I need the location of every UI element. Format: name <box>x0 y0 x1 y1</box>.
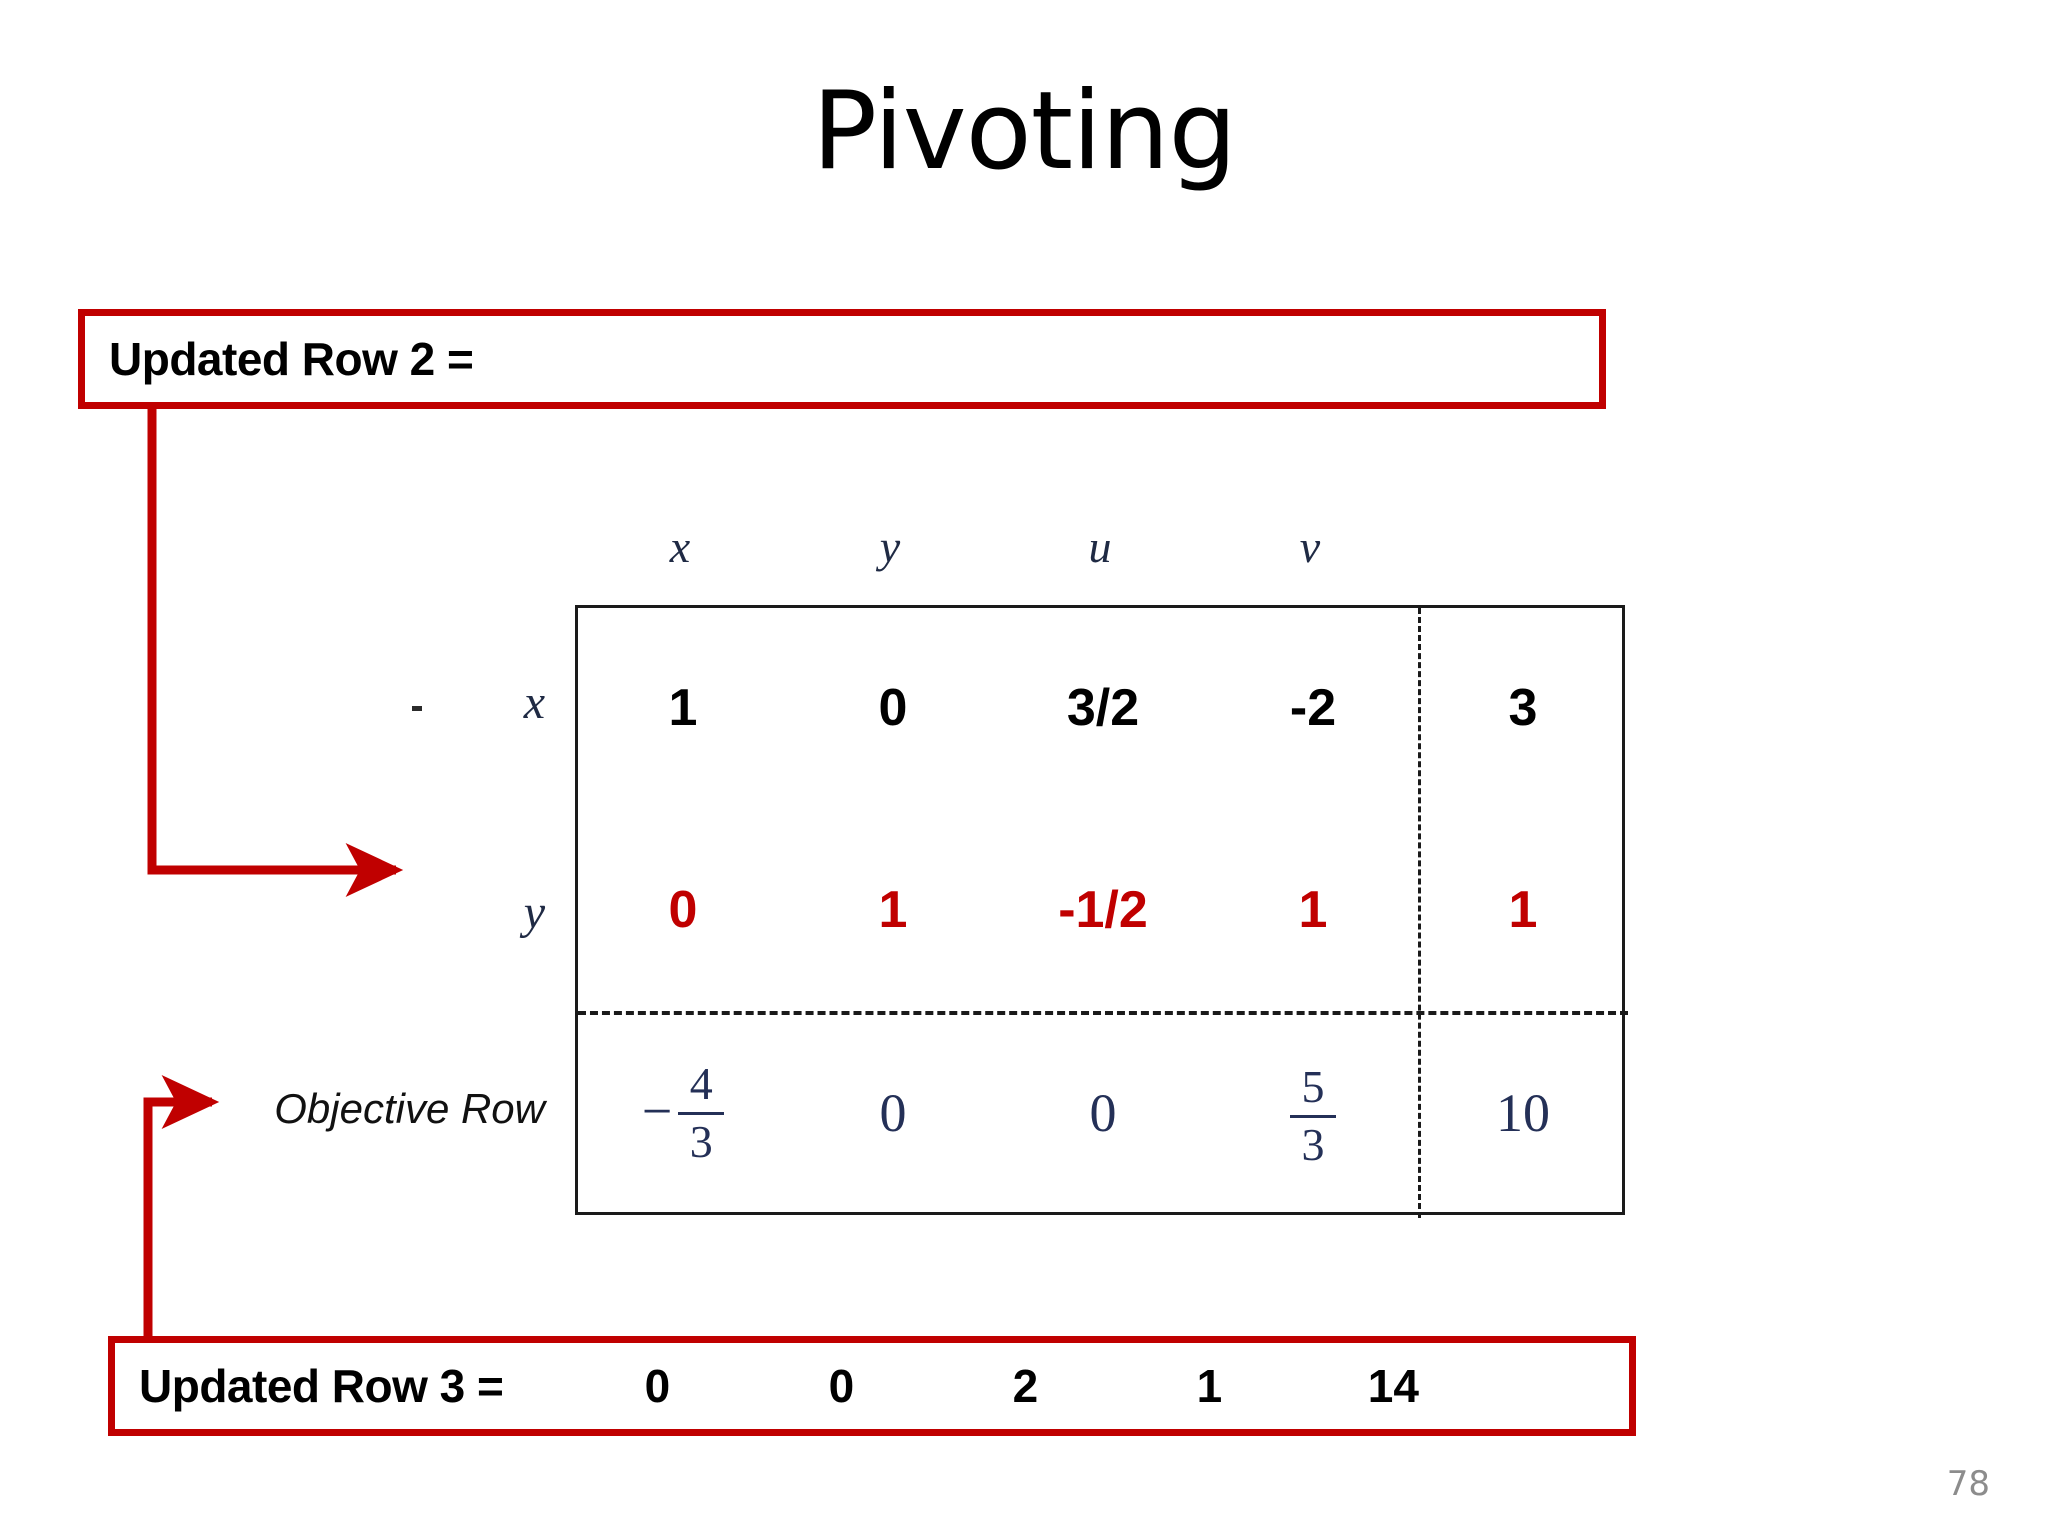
cell-row3-v: 5 3 <box>1208 1057 1418 1169</box>
tableau-rhs-divider <box>1418 608 1421 1218</box>
fraction-numerator: 5 <box>1301 1061 1325 1113</box>
tableau-objective-divider <box>578 1011 1628 1015</box>
simplex-tableau: 1 0 3/2 -2 3 0 1 -1/2 1 1 − 4 3 0 0 <box>575 605 1628 1218</box>
fraction-sign: − <box>641 1081 673 1141</box>
fraction-denominator: 3 <box>1301 1119 1325 1170</box>
table-row: 1 0 3/2 -2 3 <box>578 608 1628 808</box>
cell-row3-rhs: 10 <box>1496 1083 1550 1143</box>
stray-tick-mark <box>412 706 422 711</box>
updated-row-3-value-x: 0 <box>644 1360 671 1412</box>
page-title: Pivoting <box>811 69 1237 194</box>
column-header-y: y <box>879 521 901 572</box>
table-row: 0 1 -1/2 1 1 <box>578 808 1628 1011</box>
table-row: − 4 3 0 0 5 3 10 <box>578 1011 1628 1215</box>
row-label-objective-row: Objective Row <box>274 1085 545 1132</box>
cell-row3-u: 0 <box>1089 1083 1117 1143</box>
cell-row1-v: -2 <box>1289 679 1337 737</box>
row-label-basic-x: x <box>523 676 545 729</box>
updated-row-3-value-v: 1 <box>1196 1360 1223 1412</box>
cell-row1-y: 0 <box>878 679 908 737</box>
fraction-numerator: 4 <box>689 1057 713 1109</box>
cell-row2-x: 0 <box>668 880 698 939</box>
page-number: 78 <box>1946 1464 1990 1504</box>
updated-row-3-label: Updated Row 3 = <box>139 1360 504 1412</box>
cell-row3-x: − 4 3 <box>578 1057 788 1167</box>
cell-row1-rhs: 3 <box>1508 679 1538 737</box>
updated-row-2-callout[interactable]: Updated Row 2 = <box>78 309 1606 409</box>
fraction-bar <box>678 1111 725 1115</box>
column-header-u: u <box>1088 521 1112 572</box>
cell-row2-rhs: 1 <box>1508 880 1538 939</box>
row-label-basic-y: y <box>523 886 545 939</box>
cell-row1-u: 3/2 <box>1066 679 1140 737</box>
fraction-bar <box>1290 1115 1336 1118</box>
column-header-rhs <box>1415 520 1625 590</box>
column-header-x: x <box>669 521 691 572</box>
updated-row-3-value-y: 0 <box>828 1360 855 1412</box>
arrow-to-objective-path <box>143 1075 220 1336</box>
cell-row3-y: 0 <box>879 1083 907 1143</box>
column-header-v: v <box>1299 521 1321 572</box>
cell-row2-v: 1 <box>1298 880 1328 939</box>
fraction-denominator: 3 <box>689 1115 713 1167</box>
updated-row-3-value-rhs: 14 <box>1367 1360 1419 1412</box>
updated-row-2-label: Updated Row 2 = <box>109 333 474 385</box>
tableau-column-headers: x y u v <box>575 520 1625 590</box>
cell-row2-y: 1 <box>878 880 908 939</box>
cell-row2-u: -1/2 <box>1058 880 1148 939</box>
cell-row1-x: 1 <box>668 679 698 737</box>
arrow-to-row-2-path <box>147 409 404 897</box>
updated-row-3-callout[interactable]: Updated Row 3 = 0 0 2 1 14 <box>108 1336 1636 1436</box>
updated-row-3-value-u: 2 <box>1012 1360 1039 1412</box>
updated-row-3-values: 0 0 2 1 14 <box>565 1359 1485 1413</box>
